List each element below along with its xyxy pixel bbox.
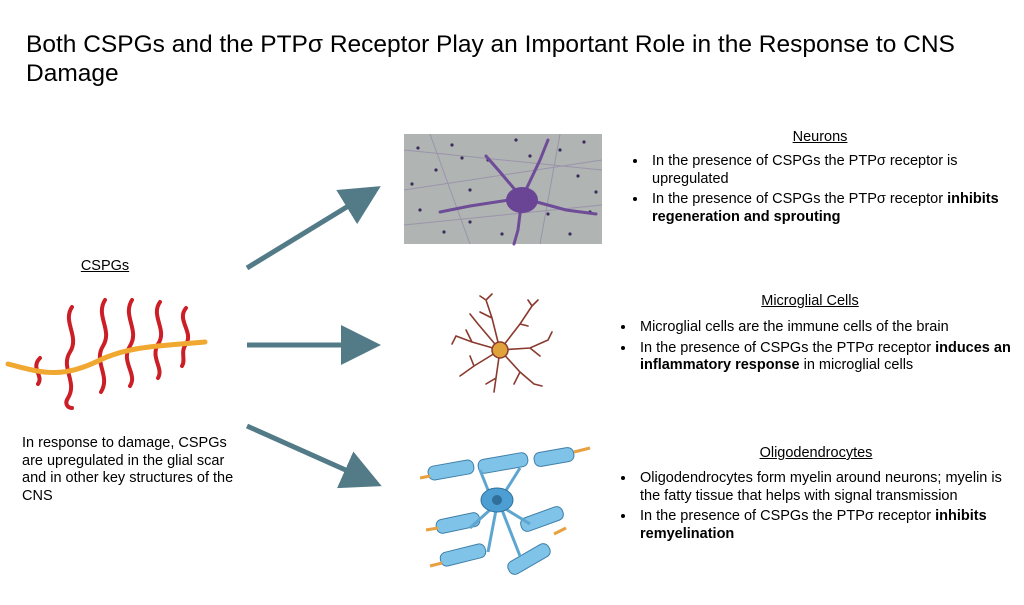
neurons-heading: Neurons [792,129,848,145]
list-item: Microglial cells are the immune cells of… [636,319,1014,337]
arrow-to-oligodendrocytes [245,423,382,489]
microglia-illustration [451,293,553,393]
list-item: In the presence of CSPGs the PTPσ recept… [636,508,1022,543]
oligodendrocytes-heading: Oligodendrocytes [759,445,873,461]
list-item: Oligodendrocytes form myelin around neur… [636,470,1022,505]
microglia-heading: Microglial Cells [761,293,859,309]
gag-chain [64,305,76,410]
neuron-micrograph [403,133,603,246]
neurons-bullet-list: In the presence of CSPGs the PTPσ recept… [626,153,1018,229]
page-title: Both CSPGs and the PTPσ Receptor Play an… [26,31,955,87]
cspgs-description: In response to damage, CSPGs are upregul… [22,435,234,504]
microglia-soma [491,341,509,359]
oligodendrocyte-illustration [419,446,591,575]
oligodendrocytes-bullet-list: Oligodendrocytes form myelin around neur… [614,470,1022,546]
gag-chain [180,306,190,368]
cspg-core-protein [5,339,208,375]
cspgs-heading: CSPGs [80,258,130,274]
microglia-bullet-list: Microglial cells are the immune cells of… [614,319,1014,378]
gag-chain [97,298,109,394]
gag-chain [153,300,164,380]
list-item: In the presence of CSPGs the PTPσ recept… [636,340,1014,375]
list-item: In the presence of CSPGs the PTPσ recept… [648,153,1018,188]
list-item: In the presence of CSPGs the PTPσ recept… [648,191,1018,226]
gag-chain [124,298,136,388]
arrow-to-neurons [245,186,381,271]
